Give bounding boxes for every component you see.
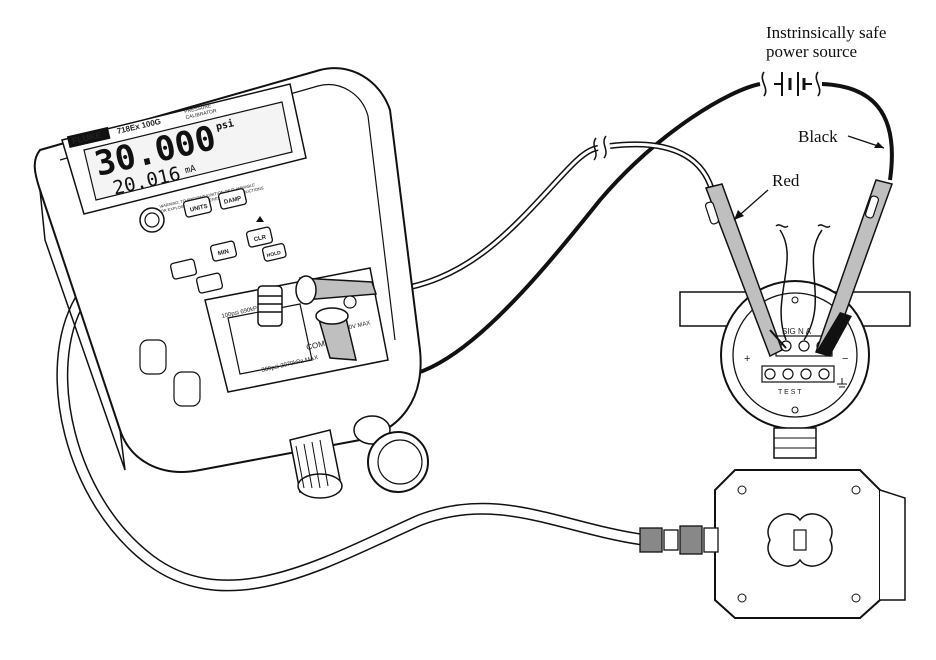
ground-icon bbox=[837, 378, 847, 388]
svg-text:HOLD: HOLD bbox=[266, 250, 282, 259]
primary-unit: psi bbox=[215, 117, 235, 133]
min-button[interactable]: MIN bbox=[209, 240, 238, 262]
red-lead-callout: Red bbox=[733, 171, 800, 221]
ma-lead-plug[interactable] bbox=[295, 275, 378, 309]
svg-text:MIN: MIN bbox=[217, 249, 229, 257]
black-probe[interactable] bbox=[815, 179, 893, 357]
damp-button[interactable]: DAMP bbox=[217, 188, 247, 210]
terminal-signal-label: SIG N A bbox=[782, 327, 812, 336]
red-probe[interactable] bbox=[704, 183, 787, 358]
black-lead-callout: Black bbox=[798, 127, 885, 149]
lcd-screen bbox=[83, 101, 293, 201]
field-wire-left bbox=[779, 229, 788, 341]
test-label: T E S T bbox=[778, 389, 802, 396]
power-source-label-line2: power source bbox=[766, 42, 857, 61]
rating-right: 30V MAX bbox=[345, 320, 371, 332]
side-grip bbox=[139, 339, 201, 407]
pressure-calibrator: 30.000 psi 20.016 mA FLUKE 718Ex 100G PR… bbox=[33, 67, 429, 499]
secondary-unit: mA bbox=[184, 164, 197, 176]
terminal-plus-label: + bbox=[744, 353, 750, 365]
clr-button[interactable]: CLR bbox=[245, 226, 274, 248]
field-wire-right bbox=[803, 229, 823, 341]
svg-text:DAMP: DAMP bbox=[223, 196, 242, 206]
com-jack-label: COM bbox=[305, 339, 326, 352]
up-arrow-icon bbox=[256, 216, 264, 222]
black-wire-to-probe bbox=[821, 82, 894, 181]
vent-knob[interactable] bbox=[353, 415, 429, 493]
hold-button[interactable]: HOLD bbox=[261, 242, 287, 262]
com-lead-plug[interactable] bbox=[315, 307, 357, 361]
fine-adjust-knob[interactable] bbox=[289, 429, 343, 499]
power-source-label: Instrinsically safe bbox=[766, 23, 886, 42]
blank-button-lower[interactable] bbox=[195, 272, 224, 294]
hose-fitting bbox=[639, 525, 719, 555]
brand-logo bbox=[66, 126, 111, 149]
pressure-port-fitting bbox=[257, 285, 283, 327]
svg-text:Red: Red bbox=[772, 171, 800, 190]
svg-text:Black: Black bbox=[798, 127, 838, 146]
svg-text:UNITS: UNITS bbox=[189, 204, 208, 214]
units-button[interactable]: UNITS bbox=[182, 196, 212, 218]
battery-icon bbox=[774, 72, 812, 96]
blank-button-left[interactable] bbox=[169, 258, 198, 280]
terminal-block bbox=[761, 335, 835, 383]
terminal-minus-label: − bbox=[842, 353, 848, 365]
svg-text:CLR: CLR bbox=[253, 235, 267, 244]
pressure-transmitter: SIG N A + − T E S T bbox=[639, 224, 911, 619]
